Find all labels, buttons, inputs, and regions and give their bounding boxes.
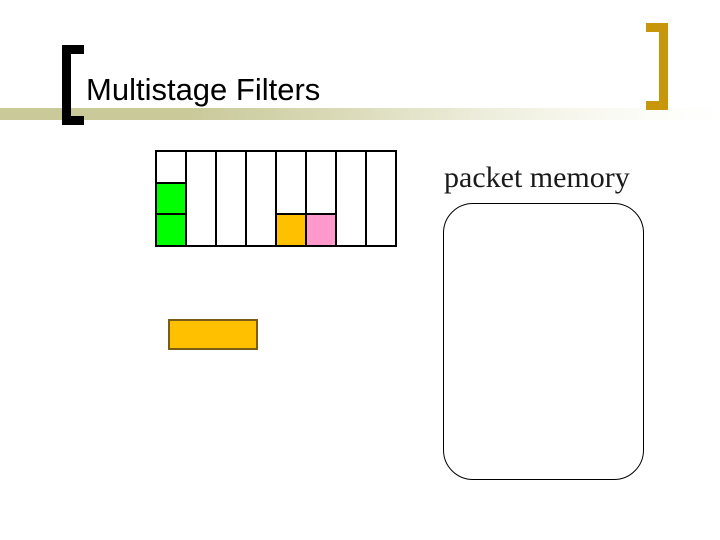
filter-grid-cell bbox=[367, 214, 395, 245]
filter-grid-cell bbox=[217, 214, 245, 245]
filter-grid bbox=[155, 150, 397, 247]
filter-grid-cell bbox=[367, 183, 395, 214]
packet-memory-box bbox=[443, 203, 644, 480]
filter-grid-cell bbox=[187, 214, 215, 245]
filter-grid-cell bbox=[187, 183, 215, 214]
slide-title: Multistage Filters bbox=[86, 72, 321, 107]
filter-grid-cell bbox=[277, 212, 305, 245]
filter-grid-cell bbox=[157, 181, 185, 214]
filter-grid-cell bbox=[157, 213, 185, 246]
filter-grid-cell bbox=[247, 152, 275, 183]
filter-grid-column bbox=[307, 152, 337, 245]
filter-grid-cell bbox=[277, 182, 305, 212]
filter-grid-column bbox=[187, 152, 217, 245]
filter-grid-cell bbox=[247, 214, 275, 245]
packet-rectangle bbox=[168, 319, 258, 350]
filter-grid-cell bbox=[217, 183, 245, 214]
title-gradient-rule bbox=[0, 108, 720, 120]
filter-grid-cell bbox=[337, 152, 365, 183]
filter-grid-cell bbox=[277, 152, 305, 182]
filter-grid-column bbox=[247, 152, 277, 245]
filter-grid-cell bbox=[307, 182, 335, 212]
filter-grid-cell bbox=[307, 152, 335, 182]
filter-grid-cell bbox=[337, 183, 365, 214]
filter-grid-column bbox=[337, 152, 367, 245]
filter-grid-cell bbox=[307, 212, 335, 245]
filter-grid-cell bbox=[157, 152, 185, 182]
filter-grid-column bbox=[367, 152, 395, 245]
filter-grid-column bbox=[217, 152, 247, 245]
filter-grid-cell bbox=[367, 152, 395, 183]
filter-grid-cell bbox=[337, 214, 365, 245]
filter-grid-cell bbox=[187, 152, 215, 183]
bracket-left-decoration bbox=[62, 45, 84, 125]
filter-grid-cell bbox=[217, 152, 245, 183]
packet-memory-label: packet memory bbox=[444, 161, 630, 194]
filter-grid-column bbox=[157, 152, 187, 246]
bracket-right-decoration bbox=[646, 23, 668, 110]
filter-grid-cell bbox=[247, 183, 275, 214]
filter-grid-column bbox=[277, 152, 307, 245]
